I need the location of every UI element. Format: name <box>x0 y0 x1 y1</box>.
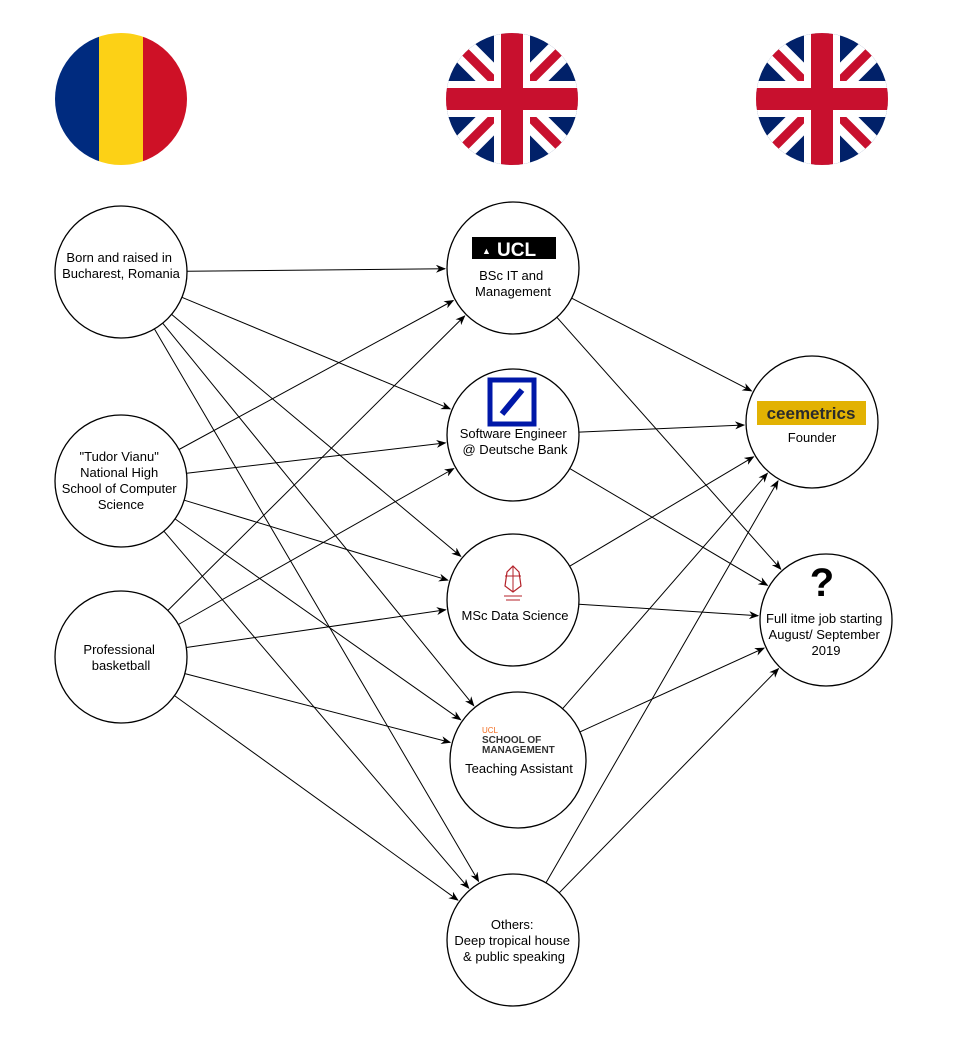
labels: Born and raised in Bucharest, Romania "T… <box>62 250 886 964</box>
vianu-label: "Tudor Vianu" National High School of Co… <box>62 449 181 512</box>
bucharest-label: Born and raised in Bucharest, Romania <box>62 250 181 281</box>
edge-others-to-fulltime <box>558 667 780 894</box>
edge-vianu-to-others <box>163 530 470 890</box>
edge-basketball-to-others <box>174 695 459 901</box>
romania-flag-icon <box>55 33 187 165</box>
uk-flag-icon <box>756 33 888 165</box>
ceemetrics-logo-text: ceemetrics <box>767 404 856 423</box>
node-bucharest <box>54 205 188 339</box>
edge-vianu-to-deutsche <box>186 439 447 474</box>
fulltime-label: Full itme job starting August/ September… <box>766 611 886 658</box>
ucl-label: BSc IT and Management <box>475 268 551 299</box>
ceemetrics-label: Founder <box>788 430 837 445</box>
node-others <box>446 873 580 1007</box>
ucl-som-logo-line-1: SCHOOL OF <box>482 735 541 746</box>
basketball-label: Professional basketball <box>83 642 158 673</box>
edge-bucharest-to-ucl <box>186 264 446 273</box>
uk-flag-icon <box>446 33 578 165</box>
ta-label: Teaching Assistant <box>465 761 573 776</box>
node-basketball <box>54 590 188 724</box>
edge-msc-to-fulltime <box>578 603 760 620</box>
ucl-som-logo-top: UCL <box>482 726 499 735</box>
svg-text:▲: ▲ <box>482 246 491 256</box>
edge-ta-to-fulltime <box>579 647 766 733</box>
edge-ucl-to-ceemetrics <box>571 297 753 392</box>
edge-bucharest-to-deutsche <box>181 296 452 410</box>
edge-basketball-to-ta <box>184 673 452 745</box>
edge-basketball-to-ucl <box>167 315 466 611</box>
edge-bucharest-to-others <box>153 328 480 883</box>
node-fulltime <box>759 553 893 687</box>
edge-vianu-to-msc <box>184 499 449 582</box>
question-mark-icon: ? <box>810 561 834 605</box>
university-crest-icon <box>504 565 522 601</box>
edge-bucharest-to-msc <box>171 314 462 558</box>
ucl-school-of-management-logo: UCL SCHOOL OF MANAGEMENT <box>482 726 555 756</box>
nodes <box>54 201 893 1007</box>
node-ta <box>449 691 587 829</box>
edge-deutsche-to-fulltime <box>569 468 769 586</box>
deutsche-label: Software Engineer @ Deutsche Bank <box>460 426 571 457</box>
node-vianu <box>54 414 188 548</box>
edge-others-to-ceemetrics <box>545 480 779 884</box>
edge-basketball-to-msc <box>186 607 447 648</box>
deutsche-bank-logo <box>487 377 537 427</box>
node-ucl <box>446 201 580 335</box>
edge-vianu-to-ucl <box>178 300 455 450</box>
edge-bucharest-to-ta <box>162 322 475 707</box>
ucl-logo: ▲ UCL <box>472 237 556 261</box>
msc-label: MSc Data Science <box>462 608 569 623</box>
edge-basketball-to-deutsche <box>178 468 455 625</box>
ucl-som-logo-line-2: MANAGEMENT <box>482 745 555 756</box>
edge-msc-to-ceemetrics <box>569 456 755 567</box>
edge-ta-to-ceemetrics <box>562 472 769 710</box>
ceemetrics-logo: ceemetrics <box>757 401 866 425</box>
others-label: Others: Deep tropical house & public spe… <box>454 917 573 964</box>
edges <box>153 264 782 901</box>
edge-deutsche-to-ceemetrics <box>578 421 746 433</box>
edge-vianu-to-ta <box>174 518 462 721</box>
node-deutsche <box>446 368 580 502</box>
edge-ucl-to-fulltime <box>556 316 782 570</box>
ucl-logo-text: UCL <box>497 240 536 261</box>
